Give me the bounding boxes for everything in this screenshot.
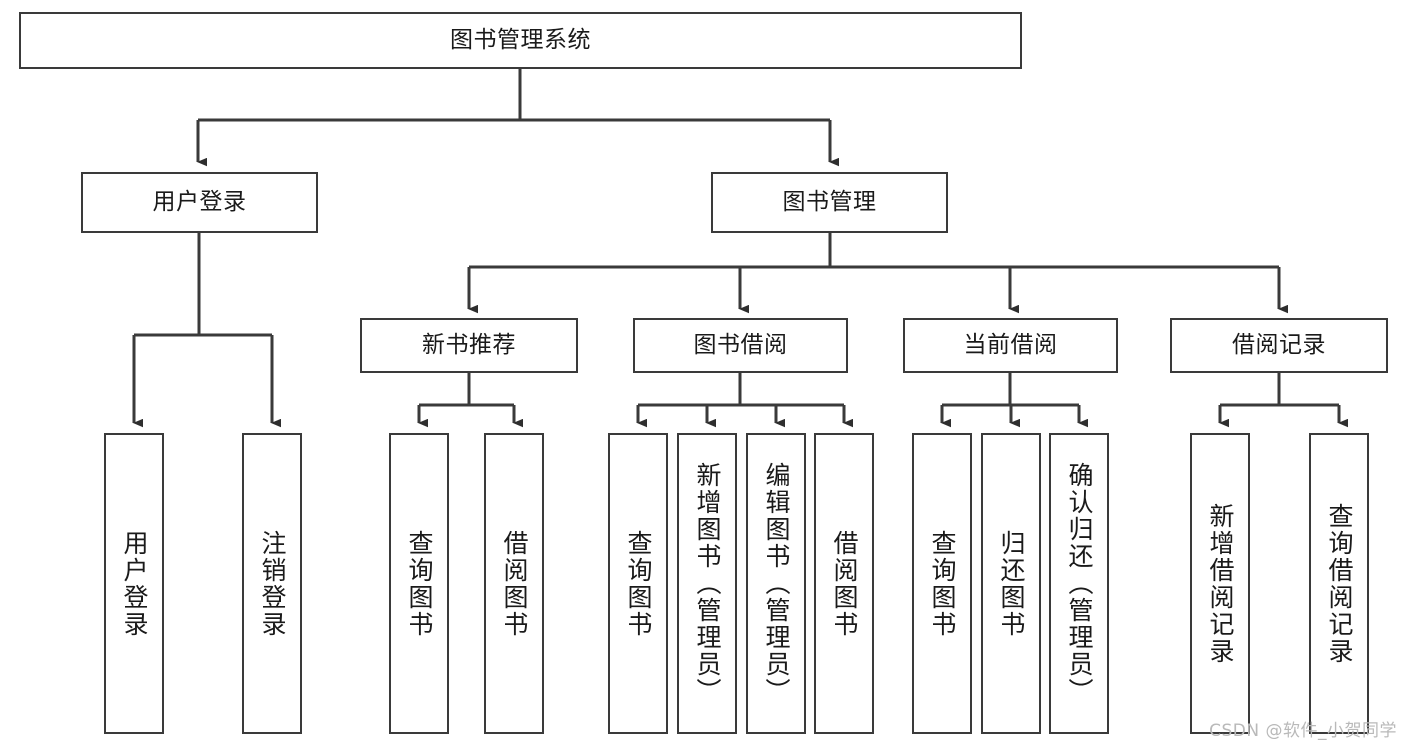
leaf-current-borrow-query[interactable]: 查询图书 (912, 433, 972, 734)
node-label: 用户登录 (152, 188, 247, 215)
node-label: 图书管理 (782, 188, 877, 215)
node-label: 借阅图书 (830, 529, 859, 638)
node-label: 借阅图书 (500, 529, 529, 638)
node-label: 归还图书 (997, 529, 1026, 638)
node-current-borrow[interactable]: 当前借阅 (903, 318, 1118, 373)
node-label: 确认归还（管理员） (1065, 462, 1094, 705)
node-label: 用户登录 (120, 529, 149, 638)
node-book-management[interactable]: 图书管理 (711, 172, 948, 233)
leaf-borrow-record-query[interactable]: 查询借阅记录 (1309, 433, 1369, 734)
node-borrow-record[interactable]: 借阅记录 (1170, 318, 1388, 373)
node-label: 查询图书 (405, 529, 434, 638)
leaf-new-book-query[interactable]: 查询图书 (389, 433, 449, 734)
node-user-login[interactable]: 用户登录 (81, 172, 318, 233)
leaf-new-book-borrow[interactable]: 借阅图书 (484, 433, 544, 734)
leaf-book-borrow-edit[interactable]: 编辑图书（管理员） (746, 433, 806, 734)
csdn-watermark: CSDN @软件_小贺同学 (1209, 721, 1397, 741)
leaf-current-borrow-return[interactable]: 归还图书 (981, 433, 1041, 734)
node-new-book-recommend[interactable]: 新书推荐 (360, 318, 578, 373)
node-label: 图书管理系统 (450, 26, 591, 53)
node-label: 当前借阅 (963, 331, 1058, 358)
leaf-book-borrow-borrow[interactable]: 借阅图书 (814, 433, 874, 734)
node-book-borrow[interactable]: 图书借阅 (633, 318, 848, 373)
node-label: 新增图书（管理员） (693, 462, 722, 705)
node-label: 新书推荐 (422, 331, 516, 358)
leaf-user-login-login[interactable]: 用户登录 (104, 433, 164, 734)
node-root-book-management-system[interactable]: 图书管理系统 (19, 12, 1022, 69)
node-label: 查询图书 (624, 529, 653, 638)
node-label: 图书借阅 (693, 331, 788, 358)
node-label: 编辑图书（管理员） (762, 462, 791, 705)
leaf-user-login-logout[interactable]: 注销登录 (242, 433, 302, 734)
node-label: 查询借阅记录 (1325, 502, 1354, 665)
leaf-book-borrow-query[interactable]: 查询图书 (608, 433, 668, 734)
leaf-book-borrow-add[interactable]: 新增图书（管理员） (677, 433, 737, 734)
leaf-borrow-record-add[interactable]: 新增借阅记录 (1190, 433, 1250, 734)
leaf-current-borrow-confirm-return[interactable]: 确认归还（管理员） (1049, 433, 1109, 734)
node-label: 新增借阅记录 (1206, 502, 1235, 665)
node-label: 注销登录 (258, 529, 287, 638)
node-label: 查询图书 (928, 529, 957, 638)
node-label: 借阅记录 (1232, 331, 1326, 358)
